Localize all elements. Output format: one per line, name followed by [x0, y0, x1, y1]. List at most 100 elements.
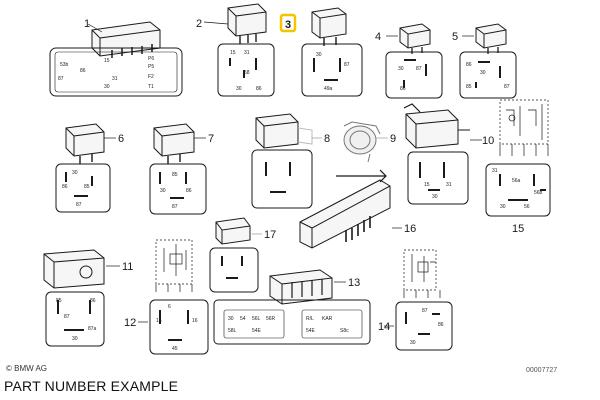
relay-5[interactable]	[459, 23, 517, 99]
pin-label: 30	[160, 188, 166, 194]
relay-1[interactable]	[49, 21, 183, 97]
callout-10[interactable]: 10	[482, 135, 494, 147]
pin-label: 87	[344, 62, 350, 68]
callout-9[interactable]: 9	[390, 133, 396, 145]
relay-14[interactable]	[395, 301, 453, 351]
pin-label: 31	[112, 76, 118, 82]
callout-5[interactable]: 5	[452, 31, 458, 43]
highlight-box	[279, 13, 297, 33]
pin-label: 49a	[324, 86, 333, 92]
pin-label: 56R	[266, 316, 276, 322]
pin-label: 85	[84, 184, 90, 190]
pin-label: 86	[80, 68, 86, 74]
caption: PART NUMBER EXAMPLE	[4, 378, 179, 394]
relay-17[interactable]	[209, 217, 259, 293]
pin-label: 30	[432, 194, 438, 200]
callout-8[interactable]: 8	[324, 133, 330, 145]
relay-12[interactable]	[149, 299, 209, 355]
pin-label: 86	[62, 184, 68, 190]
callout-7[interactable]: 7	[208, 133, 214, 145]
pin-label: 30	[480, 70, 486, 76]
callout-16[interactable]: 16	[404, 223, 416, 235]
wiring-schematic-12	[155, 239, 193, 292]
relay-8[interactable]	[251, 113, 313, 209]
pin-label: 85	[56, 298, 62, 304]
pin-label: 86	[400, 86, 406, 92]
document-number: 00007727	[526, 367, 558, 374]
relay-4[interactable]	[385, 23, 443, 99]
pin-label: P5	[148, 64, 154, 70]
pin-label: 87	[172, 204, 178, 210]
callout-12[interactable]: 12	[124, 317, 136, 329]
pin-label: 30	[228, 316, 234, 322]
pin-label: 15	[230, 50, 236, 56]
relay-10[interactable]	[403, 103, 470, 205]
pin-label: F2	[148, 74, 154, 80]
pin-label: 6	[168, 304, 171, 310]
pin-label: 30	[72, 170, 78, 176]
pin-label: P6	[148, 56, 154, 62]
pin-label: KAR	[322, 316, 333, 322]
pin-label: 56	[524, 204, 530, 210]
callout-6[interactable]: 6	[118, 133, 124, 145]
relay-16[interactable]	[299, 169, 391, 249]
pin-label: 31	[446, 182, 452, 188]
callout-13[interactable]: 13	[348, 277, 360, 289]
pin-label: 30	[316, 52, 322, 58]
pin-label: T1	[148, 84, 154, 90]
pin-label: 87	[504, 84, 510, 90]
pin-label: 31	[244, 50, 250, 56]
pin-label: 87	[416, 66, 422, 72]
pin-label: 87	[76, 202, 82, 208]
pin-label: 30	[410, 340, 416, 346]
pin-label: 87	[64, 314, 70, 320]
pin-label: 15	[424, 182, 430, 188]
relay-7[interactable]	[149, 123, 207, 215]
pin-label: 54E	[306, 328, 316, 334]
callout-14[interactable]: 14	[378, 321, 390, 333]
pin-label: 30	[500, 204, 506, 210]
pin-label: 54	[240, 316, 246, 322]
flasher-9[interactable]	[343, 121, 381, 163]
relay-11[interactable]	[43, 249, 105, 347]
pin-label: R/L	[306, 316, 314, 322]
pin-label: 30	[236, 86, 242, 92]
pin-label: 30	[72, 336, 78, 342]
pin-label: 15	[104, 58, 110, 64]
callout-2[interactable]: 2	[196, 18, 202, 30]
pin-label: 56L	[252, 316, 261, 322]
pin-label: 56a	[512, 178, 521, 184]
pin-label: 87a	[88, 326, 97, 332]
pin-label: 54E	[252, 328, 262, 334]
pin-label: 56b	[534, 190, 543, 196]
pin-label: 53b	[60, 62, 69, 68]
callout-3[interactable]: 3	[285, 19, 291, 31]
pin-label: 87	[422, 308, 428, 314]
pin-label: 30	[398, 66, 404, 72]
wiring-schematic-10	[499, 99, 549, 156]
relay-3[interactable]	[301, 7, 363, 97]
callout-15[interactable]: 15	[512, 223, 524, 235]
pin-label: 58L	[228, 328, 237, 334]
pin-label: 30	[104, 84, 110, 90]
pin-label: 86	[466, 62, 472, 68]
pin-label: 85	[172, 172, 178, 178]
callout-11[interactable]: 11	[122, 261, 133, 273]
relay-2[interactable]	[217, 3, 275, 97]
pin-labels: 15 86 87 30 53b 31 P6 P5 T1 F2 15 31 30 …	[56, 50, 543, 352]
pin-label: 86	[256, 86, 262, 92]
callout-4[interactable]: 4	[375, 31, 381, 43]
copyright-label: © BMW AG	[6, 364, 48, 373]
pin-label: 31	[492, 168, 498, 174]
pin-label: 86	[90, 298, 96, 304]
callouts: 1 2 3 4 5 6 7 8 9 10 11 12 13 14 15 16 1…	[84, 18, 524, 333]
connector-13[interactable]	[213, 269, 371, 345]
relay-15[interactable]	[485, 163, 551, 217]
pin-label: 45	[172, 346, 178, 352]
callout-1[interactable]: 1	[84, 18, 90, 30]
relay-6[interactable]	[55, 123, 111, 213]
pin-label: 87	[58, 76, 64, 82]
callout-17[interactable]: 17	[264, 229, 276, 241]
pin-label: 16	[192, 318, 198, 324]
